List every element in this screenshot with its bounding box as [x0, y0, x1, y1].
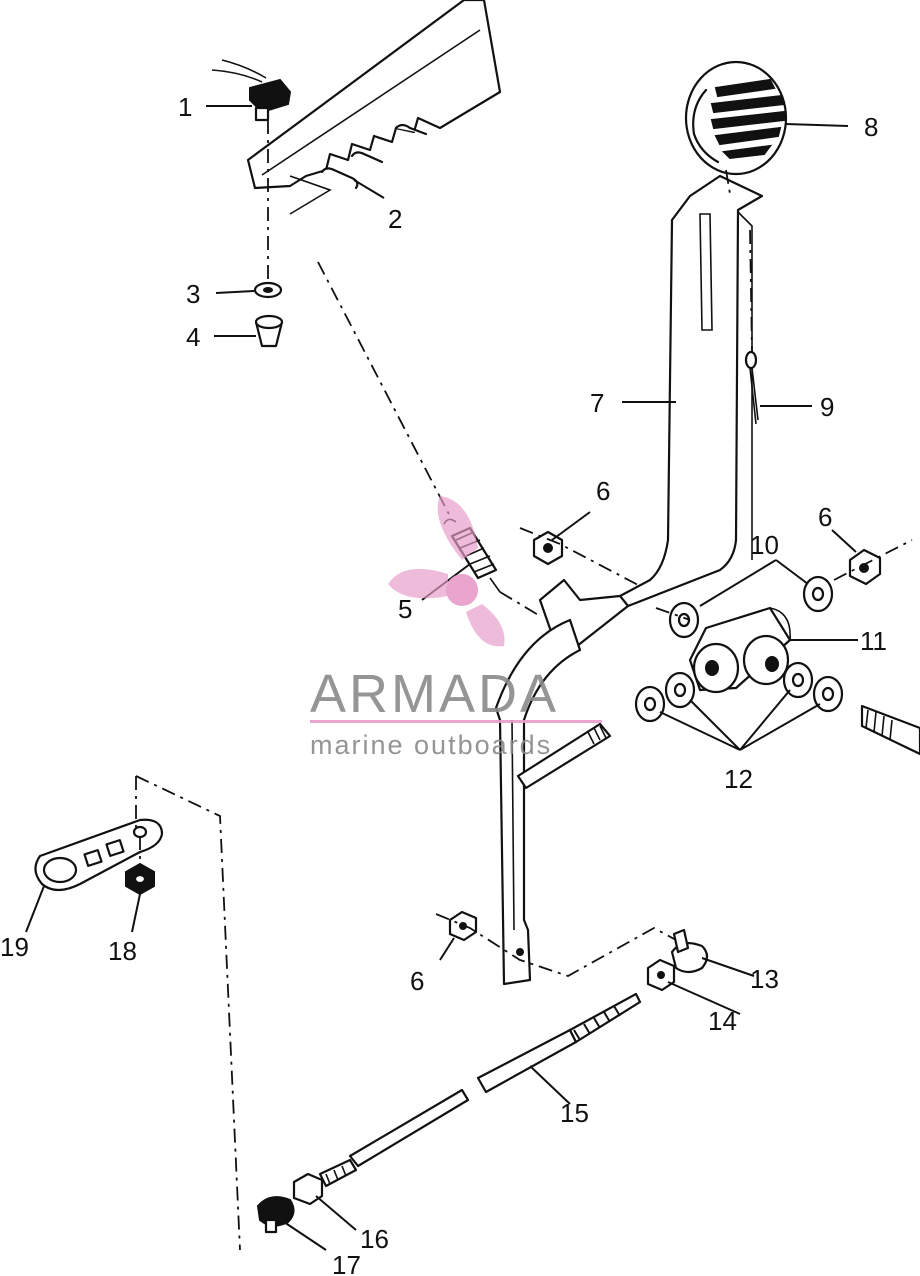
callout-2: 2: [388, 204, 402, 234]
part-14-nut: [646, 958, 676, 992]
callout-16: 16: [360, 1224, 389, 1254]
part-4-bumper: [254, 314, 284, 348]
callout-6-upper: 6: [596, 476, 610, 506]
propeller-logo-icon: [388, 496, 505, 647]
callout-9: 9: [820, 392, 834, 422]
part-6-nut-upper: [532, 530, 564, 566]
part-10-washer-left: [668, 601, 700, 639]
part-19-lever-arm: [34, 818, 164, 892]
callout-15: 15: [560, 1098, 589, 1128]
part-3-washer: [253, 281, 283, 299]
part-12-washers: [634, 661, 844, 723]
part-15-rod: [348, 992, 642, 1168]
leader-lines: [25, 105, 858, 1251]
callout-6-right: 6: [818, 502, 832, 532]
callout-12: 12: [724, 764, 753, 794]
callout-1: 1: [178, 92, 192, 122]
callout-10: 10: [750, 530, 779, 560]
part-11-pivot-tube: [688, 606, 792, 694]
callout-8: 8: [864, 112, 878, 142]
watermark-tagline: marine outboards: [310, 730, 552, 760]
callout-13: 13: [750, 964, 779, 994]
callout-3: 3: [186, 279, 200, 309]
callout-5: 5: [398, 594, 412, 624]
floor-panel: [246, 0, 502, 215]
callout-18: 18: [108, 936, 137, 966]
callout-19: 19: [0, 932, 29, 962]
part-9-cotter-pin: [744, 350, 759, 425]
part-10-washer-right: [802, 575, 834, 613]
assembly-lines: [135, 120, 913, 1251]
part-2-tabs: [320, 123, 428, 190]
part-13-ball-joint: [670, 928, 709, 974]
threaded-stub: [860, 704, 920, 756]
watermark-underline: [310, 720, 602, 723]
callout-6-lower: 6: [410, 966, 424, 996]
part-6-nut-right: [848, 548, 882, 586]
watermark-brand: ARMADA: [310, 664, 559, 724]
callout-4: 4: [186, 322, 200, 352]
part-7-pedal-arm: [494, 174, 764, 986]
part-8-pedal-pad: [684, 60, 788, 176]
callout-14: 14: [708, 1006, 737, 1036]
pivot-shaft: [516, 722, 612, 790]
part-16-nut: [292, 1158, 358, 1206]
armada-watermark: ARMADA marine outboards: [310, 496, 602, 760]
callout-17: 17: [332, 1250, 361, 1276]
part-1-switch: [211, 59, 292, 122]
callout-7: 7: [590, 388, 604, 418]
callout-11: 11: [860, 626, 887, 656]
part-18-nut: [125, 862, 155, 896]
part-17-ball-joint: [256, 1196, 295, 1234]
